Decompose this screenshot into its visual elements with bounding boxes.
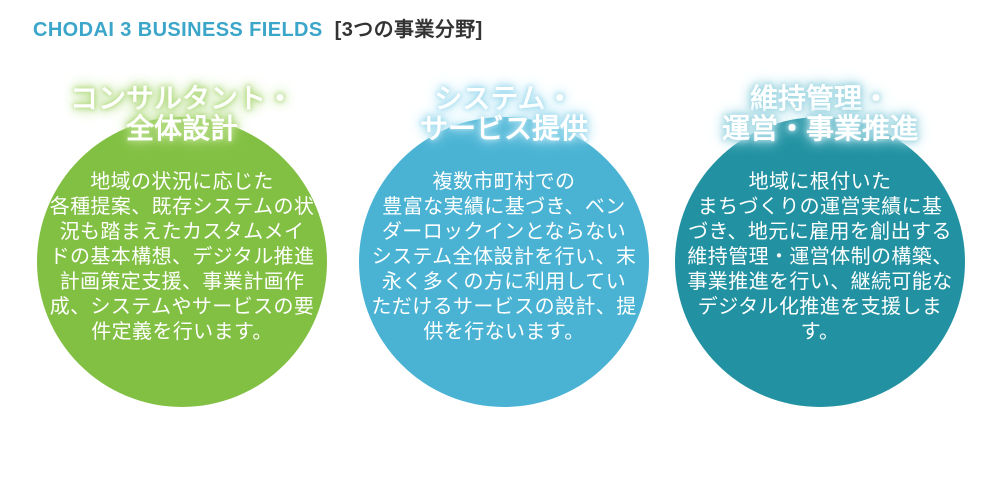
field-title: 維持管理・ 運営・事業推進 xyxy=(721,83,918,144)
field-circle: 地域の状況に応じた 各種提案、既存システムの状 況も踏まえたカスタムメイ ドの基… xyxy=(37,117,327,407)
field-title: システム・ サービス提供 xyxy=(419,83,588,144)
section-heading-en: CHODAI 3 BUSINESS FIELDS xyxy=(33,19,323,41)
field-maintenance-operation: 維持管理・ 運営・事業推進 地域に根付いた まちづくりの運営実績に基 づき、地元… xyxy=(675,0,965,480)
field-description: 複数市町村での 豊富な実績に基づき、ベン ダーロックインとならない システム全体… xyxy=(371,170,637,343)
section-heading: CHODAI 3 BUSINESS FIELDS [3つの事業分野] xyxy=(33,13,483,42)
field-description: 地域の状況に応じた 各種提案、既存システムの状 況も踏まえたカスタムメイ ドの基… xyxy=(49,170,315,343)
field-title: コンサルタント・ 全体設計 xyxy=(69,83,294,144)
field-description: 地域に根付いた まちづくりの運営実績に基 づき、地元に雇用を創出する 維持管理・… xyxy=(687,170,953,343)
field-circle: 複数市町村での 豊富な実績に基づき、ベン ダーロックインとならない システム全体… xyxy=(359,117,649,407)
field-consulting: コンサルタント・ 全体設計 地域の状況に応じた 各種提案、既存システムの状 況も… xyxy=(37,0,327,480)
field-system-service: システム・ サービス提供 複数市町村での 豊富な実績に基づき、ベン ダーロックイ… xyxy=(359,0,649,480)
field-circle: 地域に根付いた まちづくりの運営実績に基 づき、地元に雇用を創出する 維持管理・… xyxy=(675,117,965,407)
section-heading-ja: [3つの事業分野] xyxy=(334,19,483,41)
